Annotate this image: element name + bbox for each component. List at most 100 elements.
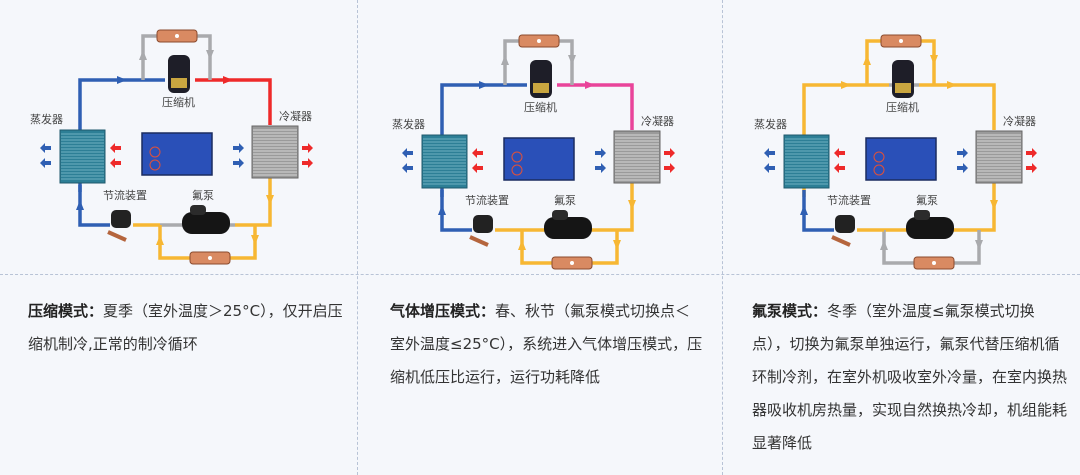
mode-text: 夏季（室外温度＞25°C），仅开启压缩机制冷,正常的制冷循环 bbox=[28, 302, 343, 353]
flow-arrow-icon bbox=[947, 81, 957, 89]
label-evaporator: 蒸发器 bbox=[754, 117, 787, 131]
flow-arrow-icon bbox=[990, 200, 998, 210]
filter-drier-icon bbox=[570, 261, 574, 265]
diagram-gas-boost-mode: 蒸发器 压缩机冷凝器节流装置 氟泵 bbox=[362, 5, 722, 277]
expansion-valve-pipe bbox=[107, 230, 127, 242]
flow-arrow-icon bbox=[251, 235, 259, 245]
flow-arrow-icon bbox=[117, 76, 127, 84]
condenser-icon bbox=[251, 125, 299, 179]
mode-title: 气体增压模式： bbox=[390, 302, 496, 320]
condenser-icon bbox=[975, 130, 1023, 184]
evaporator-icon bbox=[421, 134, 468, 189]
flow-arrow-icon bbox=[206, 50, 214, 60]
air-in-arrow-icon bbox=[110, 143, 121, 153]
label-compressor: 压缩机 bbox=[524, 100, 557, 114]
flow-arrow-icon bbox=[156, 235, 164, 245]
compressor-label-icon bbox=[171, 78, 187, 88]
air-out-arrow-icon bbox=[664, 163, 675, 173]
evaporator-icon bbox=[783, 134, 830, 189]
flow-arrow-icon bbox=[800, 205, 808, 215]
flow-arrow-icon bbox=[930, 55, 938, 65]
controller-screen-icon bbox=[141, 132, 213, 176]
cycle-diagram: 蒸发器压缩机冷凝器节流装置氟泵 bbox=[754, 34, 1037, 270]
controller-screen-icon bbox=[865, 137, 937, 181]
pipe-discharge bbox=[557, 83, 634, 130]
divider bbox=[0, 274, 1080, 275]
air-out-arrow-icon bbox=[40, 143, 51, 153]
pipe-discharge bbox=[195, 78, 272, 125]
pipe-condenser-out bbox=[979, 183, 996, 232]
pipe-condenser-out bbox=[255, 178, 272, 227]
air-out-arrow-icon bbox=[302, 143, 313, 153]
condenser-icon bbox=[613, 130, 661, 184]
label-compressor: 压缩机 bbox=[162, 95, 195, 109]
air-in-arrow-icon bbox=[110, 158, 121, 168]
flow-arrow-icon bbox=[139, 50, 147, 60]
label-throttle-device: 节流装置 bbox=[465, 193, 509, 207]
pipe-evaporator-in bbox=[802, 190, 834, 232]
air-in-arrow-icon bbox=[472, 163, 483, 173]
mode-text: 冬季（室外温度≤氟泵模式切换点），切换为氟泵单独运行，氟泵代替压缩机循环制冷剂，… bbox=[752, 302, 1068, 452]
label-fluorine-pump: 氟泵 bbox=[192, 189, 214, 202]
expansion-valve-icon bbox=[473, 215, 493, 233]
diagram-compression-mode: 蒸发器压缩机冷凝器节流装置氟泵 bbox=[0, 0, 360, 272]
label-fluorine-pump: 氟泵 bbox=[916, 194, 938, 207]
pipe-evaporator-in bbox=[78, 185, 110, 227]
air-out-arrow-icon bbox=[1026, 148, 1037, 158]
label-throttle-device: 节流装置 bbox=[103, 188, 147, 202]
expansion-valve-icon bbox=[111, 210, 131, 228]
flow-arrow-icon bbox=[479, 81, 489, 89]
air-out-arrow-icon bbox=[664, 148, 675, 158]
air-in-arrow-icon bbox=[834, 163, 845, 173]
air-out-arrow-icon bbox=[40, 158, 51, 168]
filter-drier-icon bbox=[175, 34, 179, 38]
air-in-arrow-icon bbox=[957, 148, 968, 158]
label-evaporator: 蒸发器 bbox=[392, 117, 425, 131]
cycle-diagram: 蒸发器压缩机冷凝器节流装置氟泵 bbox=[30, 29, 313, 265]
label-fluorine-pump: 氟泵 bbox=[554, 194, 576, 207]
air-in-arrow-icon bbox=[233, 143, 244, 153]
air-in-arrow-icon bbox=[472, 148, 483, 158]
mode-text: 春、秋节（氟泵模式切换点＜室外温度≤25°C），系统进入气体增压模式，压缩机低压… bbox=[390, 302, 703, 386]
controller-screen-icon bbox=[503, 137, 575, 181]
fluorine-pump-motor bbox=[552, 210, 568, 220]
filter-drier-icon bbox=[932, 261, 936, 265]
gauge-icon bbox=[149, 159, 161, 171]
evaporator-icon bbox=[59, 129, 106, 184]
flow-arrow-icon bbox=[438, 205, 446, 215]
air-out-arrow-icon bbox=[764, 148, 775, 158]
description-compression: 压缩模式：夏季（室外温度＞25°C），仅开启压缩机制冷,正常的制冷循环 bbox=[28, 295, 343, 361]
flow-arrow-icon bbox=[518, 240, 526, 250]
pipe-discharge bbox=[919, 83, 996, 130]
expansion-valve-pipe bbox=[831, 235, 851, 247]
pipe-evaporator-in bbox=[440, 190, 472, 232]
flow-arrow-icon bbox=[841, 81, 851, 89]
description-pump: 氟泵模式：冬季（室外温度≤氟泵模式切换点），切换为氟泵单独运行，氟泵代替压缩机循… bbox=[752, 295, 1067, 460]
label-compressor: 压缩机 bbox=[886, 100, 919, 114]
gauge-icon bbox=[149, 146, 161, 158]
air-in-arrow-icon bbox=[595, 163, 606, 173]
flow-arrow-icon bbox=[975, 240, 983, 250]
air-out-arrow-icon bbox=[402, 163, 413, 173]
flow-arrow-icon bbox=[568, 55, 576, 65]
fluorine-pump-motor bbox=[914, 210, 930, 220]
air-in-arrow-icon bbox=[233, 158, 244, 168]
air-out-arrow-icon bbox=[402, 148, 413, 158]
flow-arrow-icon bbox=[223, 76, 233, 84]
flow-arrow-icon bbox=[501, 55, 509, 65]
gauge-icon bbox=[873, 151, 885, 163]
expansion-valve-icon bbox=[835, 215, 855, 233]
label-condenser: 冷凝器 bbox=[279, 109, 312, 123]
flow-arrow-icon bbox=[613, 240, 621, 250]
filter-drier-icon bbox=[899, 39, 903, 43]
filter-drier-icon bbox=[208, 256, 212, 260]
gauge-icon bbox=[511, 164, 523, 176]
air-out-arrow-icon bbox=[1026, 163, 1037, 173]
divider bbox=[357, 0, 358, 475]
diagram-pump-mode: 蒸发器压缩机冷凝器节流装置氟泵 bbox=[724, 5, 1080, 277]
fluorine-pump-icon bbox=[182, 212, 230, 234]
label-condenser: 冷凝器 bbox=[641, 114, 674, 128]
label-throttle-device: 节流装置 bbox=[827, 193, 871, 207]
air-in-arrow-icon bbox=[834, 148, 845, 158]
